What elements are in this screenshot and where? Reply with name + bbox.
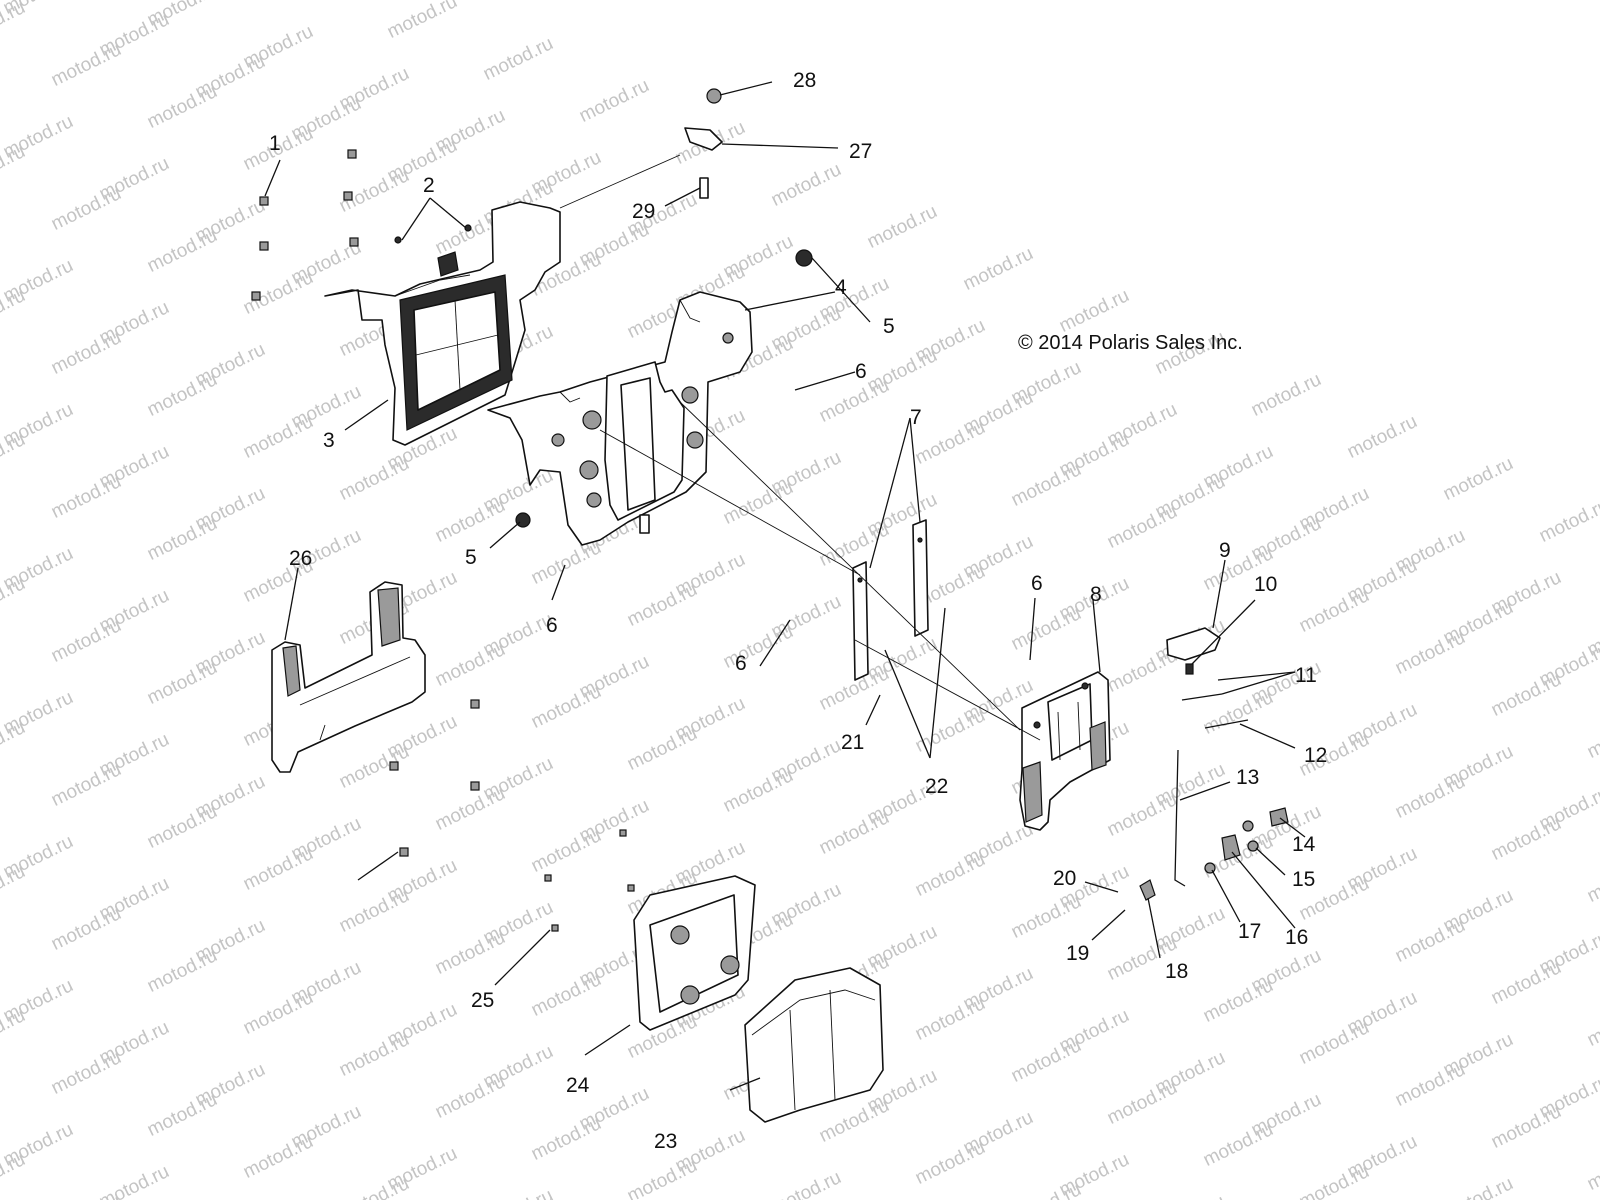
callout-21: 21 [841, 731, 864, 754]
callout-27: 27 [849, 140, 872, 163]
part-24-cushion-base [633, 875, 756, 1031]
callout-6b: 6 [546, 614, 558, 637]
callout-24: 24 [566, 1074, 590, 1097]
callout-22: 22 [925, 775, 948, 798]
part-26-lower-panel [271, 581, 426, 773]
callout-17: 17 [1238, 920, 1261, 943]
callout-8: 8 [1090, 583, 1102, 606]
callout-13: 13 [1236, 766, 1259, 789]
copyright-notice: © 2014 Polaris Sales Inc. [1018, 332, 1243, 354]
callout-7: 7 [910, 406, 922, 429]
part-4-main-frame [487, 291, 753, 546]
callout-4: 4 [835, 276, 847, 299]
callout-6a: 6 [855, 360, 867, 383]
callout-6d: 6 [1031, 572, 1043, 595]
callout-18: 18 [1165, 960, 1188, 983]
callout-14: 14 [1292, 833, 1316, 856]
hardware-fasteners [251, 88, 1289, 932]
callout-2: 2 [423, 174, 435, 197]
callout-15: 15 [1292, 868, 1315, 891]
callout-5b: 5 [465, 546, 477, 569]
callout-16: 16 [1285, 926, 1308, 949]
callout-20: 20 [1053, 867, 1076, 890]
callout-labels: 1 2 3 4 5 5 6 6 6 6 7 8 9 10 11 12 13 14… [269, 69, 1327, 1153]
leader-lines [264, 81, 1306, 1091]
callout-1: 1 [269, 132, 281, 155]
callout-11: 11 [1295, 664, 1317, 687]
callout-12: 12 [1304, 744, 1327, 767]
callout-29: 29 [632, 200, 655, 223]
callout-5a: 5 [883, 315, 895, 338]
callout-25: 25 [471, 989, 494, 1012]
callout-26: 26 [289, 547, 312, 570]
part-7-rails [852, 519, 929, 681]
callout-28: 28 [793, 69, 816, 92]
part-23-cushion [744, 967, 884, 1123]
callout-23: 23 [654, 1130, 677, 1153]
callout-10: 10 [1254, 573, 1277, 596]
part-8-right-plate [1019, 671, 1111, 831]
callout-3: 3 [323, 429, 335, 452]
part-3-upper-panel [324, 201, 561, 446]
callout-9: 9 [1219, 539, 1231, 562]
callout-19: 19 [1066, 942, 1089, 965]
callout-6c: 6 [735, 652, 747, 675]
